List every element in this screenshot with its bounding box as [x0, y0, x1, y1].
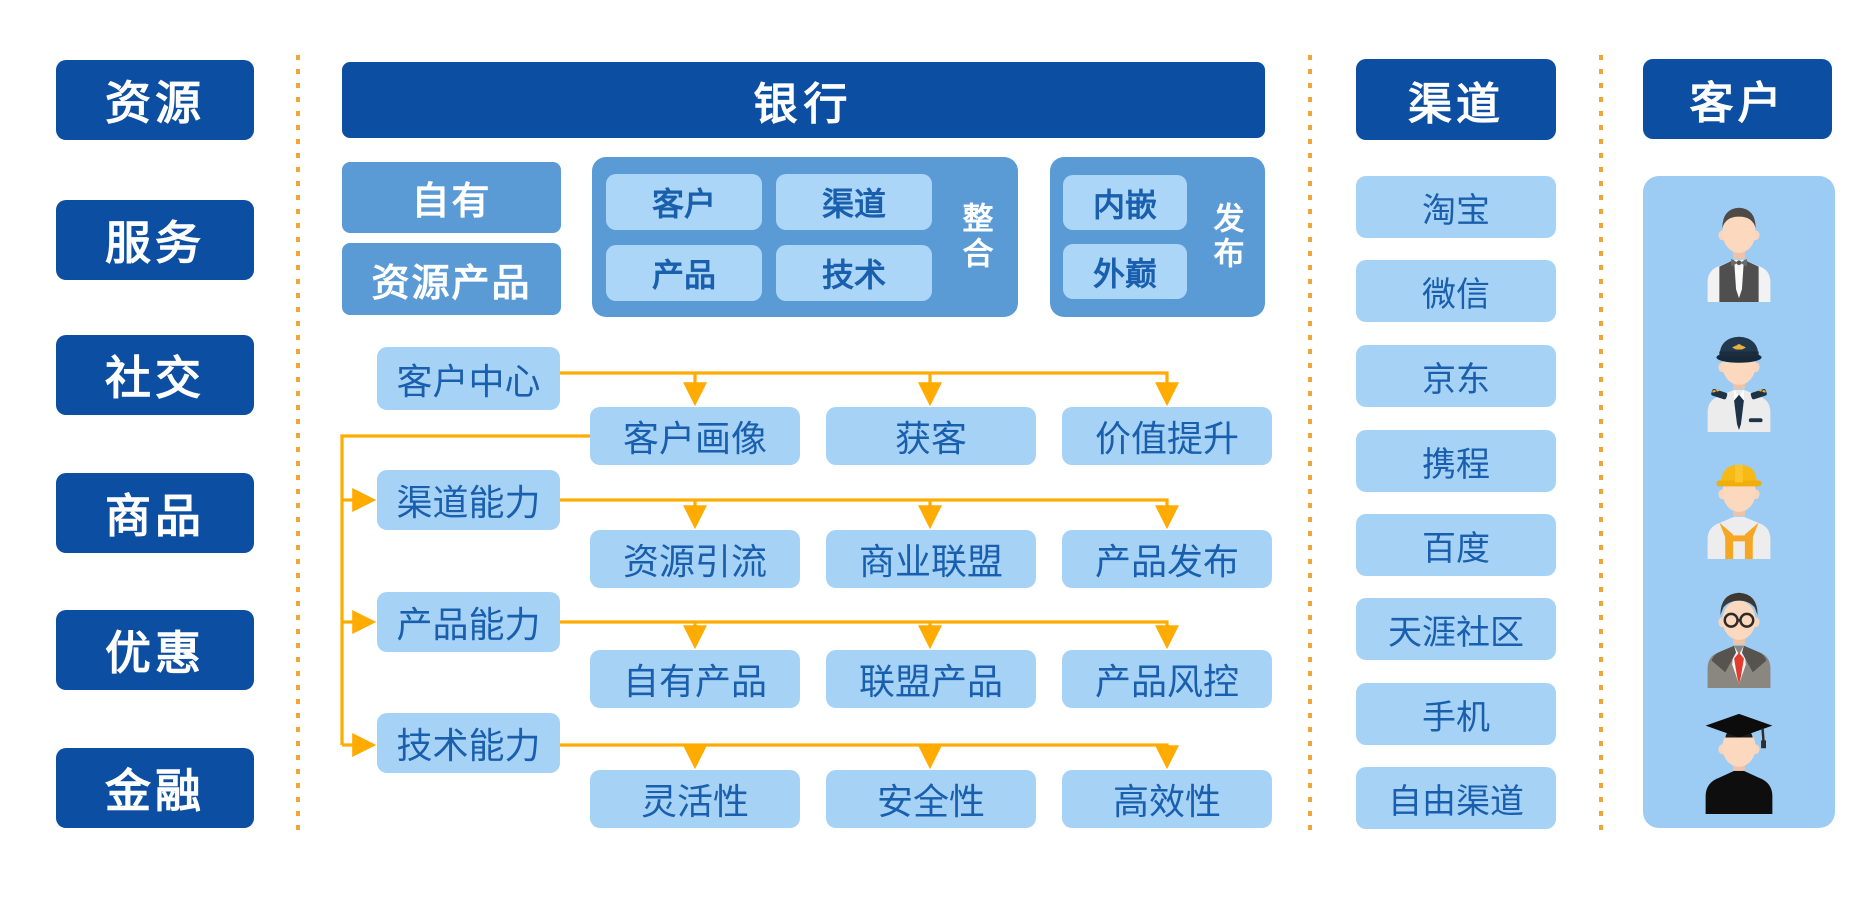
left-item-finance: 金融 — [56, 748, 254, 828]
flow-target-own-products: 自有产品 — [590, 650, 800, 708]
integration-cells: 客户 渠道 产品 技术 — [606, 173, 932, 301]
publish-cells: 内嵌 外巅 — [1063, 175, 1187, 299]
customers-panel — [1643, 176, 1835, 828]
resource-product-box: 资源产品 — [342, 243, 561, 315]
flow-target-business-alliance: 商业联盟 — [826, 530, 1036, 588]
flow-target-efficiency: 高效性 — [1062, 770, 1272, 828]
own-box: 自有 — [342, 162, 561, 233]
left-item-social: 社交 — [56, 335, 254, 415]
channel-item-baidu: 百度 — [1356, 514, 1556, 576]
channel-item-ctrip: 携程 — [1356, 430, 1556, 492]
flow-source-channel-capability: 渠道能力 — [377, 470, 560, 530]
channels-header: 渠道 — [1356, 59, 1556, 140]
flow-target-security: 安全性 — [826, 770, 1036, 828]
pilot-avatar — [1707, 336, 1771, 432]
channel-item-free: 自由渠道 — [1356, 767, 1556, 829]
integration-cell-product: 产品 — [606, 244, 762, 301]
integration-cell-channel: 渠道 — [776, 173, 932, 230]
waiter-avatar — [1707, 207, 1771, 302]
bank-header: 银行 — [342, 62, 1265, 138]
publish-group: 内嵌 外巅 发布 — [1050, 157, 1265, 317]
left-item-resources: 资源 — [56, 60, 254, 140]
left-item-goods: 商品 — [56, 473, 254, 553]
integration-label: 整合 — [957, 202, 993, 272]
integration-cell-customer: 客户 — [606, 173, 762, 230]
flow-target-product-risk: 产品风控 — [1062, 650, 1272, 708]
flow-target-value-uplift: 价值提升 — [1062, 407, 1272, 465]
flow-target-customer-profile: 客户画像 — [590, 407, 800, 465]
flow-target-alliance-products: 联盟产品 — [826, 650, 1036, 708]
flow-target-product-release: 产品发布 — [1062, 530, 1272, 588]
graduate-avatar — [1705, 713, 1773, 814]
flow-target-flexibility: 灵活性 — [590, 770, 800, 828]
businessman-avatar — [1707, 592, 1771, 688]
flow-target-resource-inflow: 资源引流 — [590, 530, 800, 588]
construction-worker-avatar — [1707, 464, 1771, 559]
flow-target-acquisition: 获客 — [826, 407, 1036, 465]
left-item-services: 服务 — [56, 200, 254, 280]
channel-item-jd: 京东 — [1356, 345, 1556, 407]
channel-item-taobao: 淘宝 — [1356, 176, 1556, 238]
integration-cell-tech: 技术 — [776, 244, 932, 301]
channel-item-wechat: 微信 — [1356, 260, 1556, 322]
integration-group: 客户 渠道 产品 技术 整合 — [592, 157, 1018, 317]
flow-source-product-capability: 产品能力 — [377, 592, 560, 652]
publish-cell-embedded: 内嵌 — [1063, 175, 1187, 230]
publish-label: 发布 — [1208, 202, 1244, 272]
publish-cell-external: 外巅 — [1063, 244, 1187, 299]
channel-item-tianya: 天涯社区 — [1356, 598, 1556, 660]
flow-source-customer-center: 客户中心 — [377, 347, 560, 410]
channel-item-mobile: 手机 — [1356, 683, 1556, 745]
flow-source-tech-capability: 技术能力 — [377, 713, 560, 773]
customers-header: 客户 — [1643, 59, 1832, 139]
left-item-discount: 优惠 — [56, 610, 254, 690]
